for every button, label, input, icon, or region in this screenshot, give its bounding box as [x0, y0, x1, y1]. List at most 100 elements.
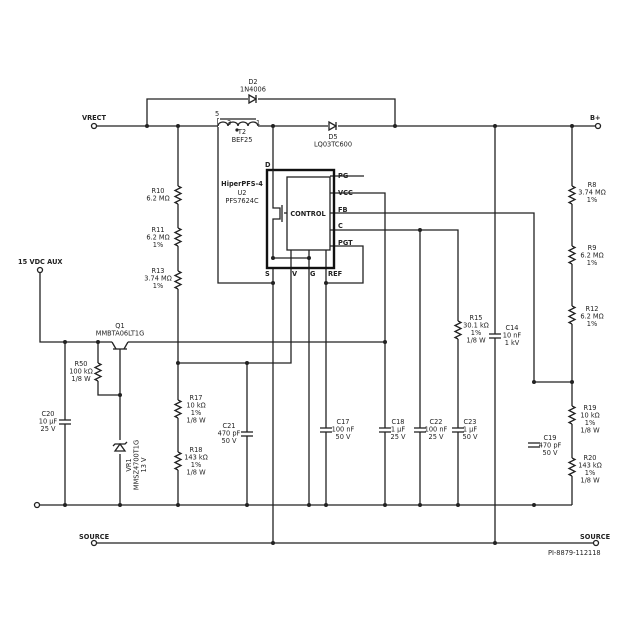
r12-label-line: 1% [587, 320, 597, 328]
terminal-aux-label: 15 VDC AUX [18, 258, 63, 266]
c21-label-line: 50 V [222, 437, 237, 445]
vr1-label-line: VR1 [125, 458, 133, 471]
r20-label-line: 143 kΩ [578, 462, 602, 470]
c14-label-line: C14 [506, 324, 519, 332]
junction-dot [324, 503, 328, 507]
terminal-icon [33, 501, 41, 509]
wire [97, 342, 120, 396]
c20-label-line: 10 µF [39, 418, 58, 426]
junction-dot [456, 503, 460, 507]
pin-pgt: PGT [338, 239, 353, 247]
wire [146, 98, 396, 126]
labels: VRECT B+ 15 VDC AUX SOURCE SOURCE PI-887… [18, 110, 611, 557]
d2-label-line: 1N4006 [240, 86, 266, 94]
terminal-source-left-label: SOURCE [79, 533, 110, 541]
junction-dot [63, 503, 67, 507]
diode-d2-icon [248, 93, 258, 105]
resistor-r18-icon [173, 451, 183, 471]
terminal-icon [90, 539, 98, 547]
capacitor-mask [240, 432, 254, 436]
t2-part: BEF25 [232, 136, 253, 144]
r17-label-line: 1% [191, 409, 201, 417]
junction-dot [118, 503, 122, 507]
resistor-r9-icon [567, 245, 577, 265]
capacitor-mask [451, 428, 465, 432]
r18-label-line: 1/8 W [186, 469, 206, 477]
terminal-bplus-label: B+ [590, 114, 601, 122]
diode-d5-icon [328, 120, 338, 132]
junction-dot [271, 281, 275, 285]
junction-dot [383, 340, 387, 344]
junction-dot [570, 380, 574, 384]
resistor-r11-icon [173, 227, 183, 247]
r15-label-line: 1% [471, 329, 481, 337]
vr1-label-line: MMSZ4700T1G [133, 440, 141, 490]
junction-dot [532, 503, 536, 507]
terminal-icon [90, 122, 98, 130]
c14-label-line: 1 kV [505, 339, 520, 347]
resistor-r8-icon [567, 185, 577, 205]
terminal-source-right-label: SOURCE [580, 533, 611, 541]
capacitor-mask [58, 420, 72, 424]
wire [217, 118, 273, 284]
r8-label-line: R8 [588, 181, 597, 189]
r19-label-line: R19 [584, 404, 597, 412]
junction-dot [418, 503, 422, 507]
wires [33, 98, 602, 547]
junction-dot [118, 393, 122, 397]
r20-label-line: 1% [585, 469, 595, 477]
t2-pin5: 5 [215, 110, 219, 118]
c18-label-line: 1 µF [391, 426, 405, 434]
d5-label-line: D5 [328, 133, 337, 141]
r17-label-line: 1/8 W [186, 417, 206, 425]
junction-dot [271, 256, 275, 260]
r50-label-line: 100 kΩ [69, 368, 93, 376]
r18-label-line: 143 kΩ [184, 454, 208, 462]
c18-label-line: C18 [392, 418, 405, 426]
junction-dot [324, 281, 328, 285]
t2-ref: T2 [237, 128, 246, 136]
r8-label-line: 3.74 MΩ [578, 189, 606, 197]
c19-label-line: C19 [544, 434, 557, 442]
inductor-mask [218, 119, 258, 127]
pin-pg: PG [338, 172, 348, 180]
terminal-vrect-label: VRECT [82, 114, 107, 122]
wire [326, 245, 364, 284]
r11-label-line: R11 [152, 226, 165, 234]
capacitor-mask [319, 428, 333, 432]
r15-label-line: 1/8 W [466, 337, 486, 345]
ic-control-block: CONTROL [290, 210, 326, 218]
r50-label-line: R50 [75, 360, 88, 368]
r11-label-line: 1% [153, 241, 163, 249]
r17-label-line: 10 kΩ [186, 402, 205, 410]
c23-label-line: C23 [464, 418, 477, 426]
wire [330, 212, 535, 382]
q1-label-line: Q1 [115, 322, 124, 330]
pin-vcc: VCC [338, 189, 353, 197]
pin-s: S [265, 270, 270, 278]
drawing-id: PI-8879-112118 [548, 549, 601, 557]
junction-dot [383, 503, 387, 507]
c22-label-line: 25 V [429, 433, 444, 441]
r19-label-line: 1% [585, 419, 595, 427]
r8-label-line: 1% [587, 196, 597, 204]
ic-family: HiperPFS-4 [221, 180, 263, 188]
resistor-r19-icon [567, 405, 577, 425]
r18-label-line: 1% [191, 461, 201, 469]
r11-label-line: 6.2 MΩ [146, 234, 169, 242]
junction-dot [532, 380, 536, 384]
junction-dot [96, 340, 100, 344]
r17-label-line: R17 [190, 394, 203, 402]
r10-label-line: 6.2 MΩ [146, 195, 169, 203]
wire [330, 229, 459, 505]
terminal-icon [36, 266, 44, 274]
junction-dot [393, 124, 397, 128]
